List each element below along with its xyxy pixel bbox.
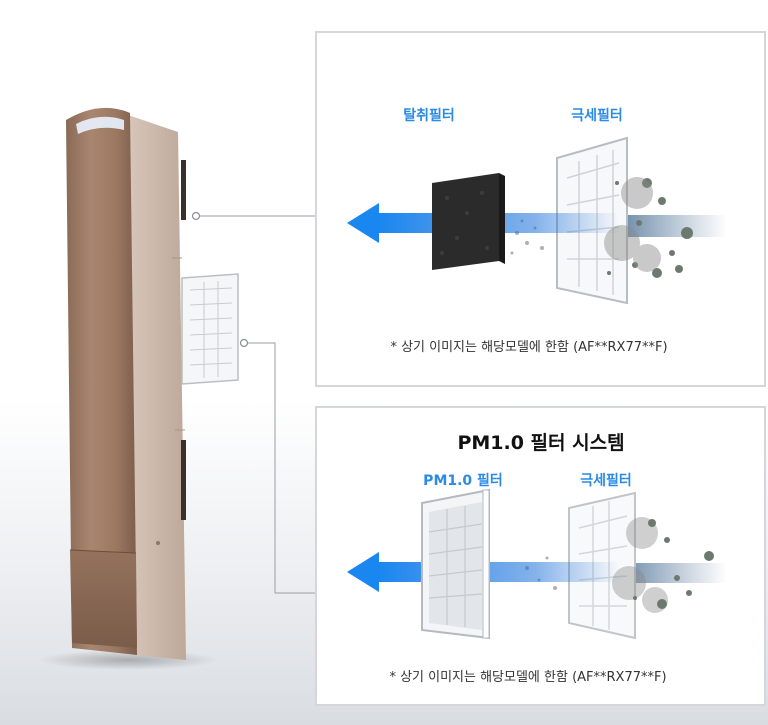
pm10-filter-label: PM1.0 필터 <box>423 473 503 489</box>
pm10-filter <box>421 488 490 640</box>
airflow-tail <box>622 215 727 237</box>
connector-bottom <box>239 338 316 594</box>
model-note-bottom: * 상기 이미지는 해당모델에 한함 (AF**RX77**F) <box>389 670 667 685</box>
fine-filter-label-bottom: 극세필터 <box>580 473 632 489</box>
pm10-filter-system-panel: PM1.0 필터 시스템 PM1.0 필터 극세필터 * 상기 이미지는 해당모… <box>315 406 766 706</box>
connector-top <box>191 211 316 221</box>
deodorizing-filter-panel: 탈취필터 극세필터 * 상기 이미지는 해당모델에 한함 (AF**RX77**… <box>315 31 766 387</box>
bottom-filter-illustration <box>347 488 727 640</box>
deodorizing-filter <box>432 173 505 270</box>
fine-filter-label: 극세필터 <box>571 108 623 124</box>
unit-side <box>128 115 186 660</box>
dust-particles-bottom <box>633 519 714 609</box>
deodorizing-filter-label: 탈취필터 <box>403 108 455 124</box>
dust-particles-top <box>607 178 693 278</box>
model-note: * 상기 이미지는 해당모델에 한함 (AF**RX77**F) <box>390 340 668 355</box>
side-vent-upper <box>181 160 186 220</box>
side-vent-lower <box>181 440 186 520</box>
unit-filter-drawer <box>181 273 239 385</box>
unit-lower-panel <box>70 550 137 648</box>
top-filter-illustration <box>347 136 727 305</box>
pm10-system-title: PM1.0 필터 시스템 <box>457 432 625 454</box>
unit-front <box>66 107 137 655</box>
